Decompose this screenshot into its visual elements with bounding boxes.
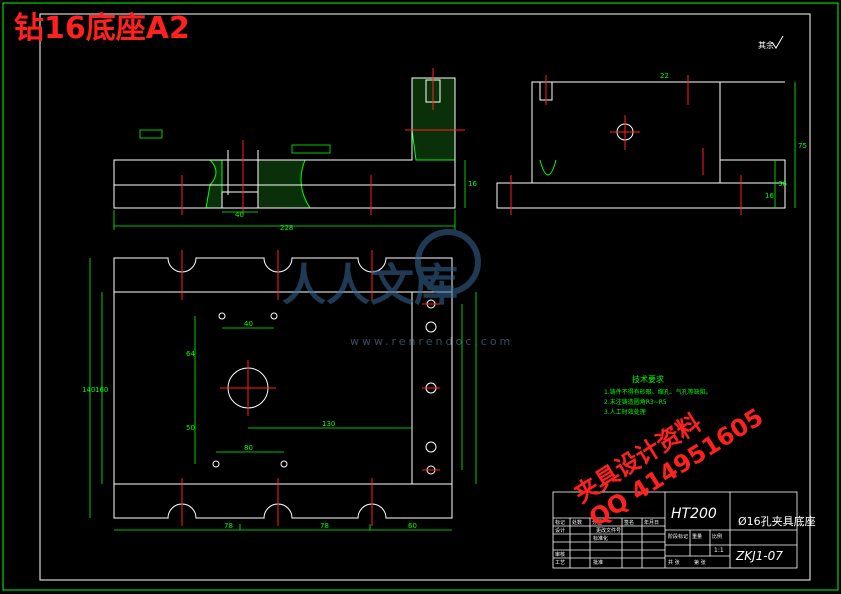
front-height-dim: 16 <box>468 180 477 188</box>
watermark-logo-text: 人人文库 <box>282 260 458 311</box>
title-block-cells: 标记 处数 分区 更改文件号 签名 年月日 设计 标准化 审核 工艺 批准 阶段… <box>555 519 722 566</box>
tb-cell: 签名 <box>624 519 634 526</box>
plan-d1-dim: 78 <box>224 522 233 530</box>
tb-cell: 更改文件号 <box>596 527 621 534</box>
side-h2-dim: 36 <box>778 180 787 188</box>
tech-req-item: 3.人工时效处理 <box>604 408 646 416</box>
plan-w-dim: 130 <box>322 420 335 428</box>
renrendoc-watermark: 人人文库 www.renrendoc.com <box>282 229 513 348</box>
tech-req-item: 2.未注铸造圆角R3~R5 <box>604 398 667 406</box>
plan-s2-dim: 40 <box>244 320 253 328</box>
tb-cell: 年月日 <box>644 519 659 526</box>
front-view <box>113 77 456 209</box>
plan-h-dim: 140 <box>82 386 95 394</box>
front-total-dim: 228 <box>280 224 293 232</box>
tech-req-heading: 技术要求 <box>632 374 664 384</box>
side-view-dims <box>774 82 796 208</box>
plan-view-dims <box>89 258 477 531</box>
part-name: Ø16孔夹具底座 <box>738 514 816 528</box>
plan-view-centerlines <box>181 250 440 526</box>
front-slot-dim: 40 <box>235 211 244 219</box>
plan-c2-dim: 50 <box>186 424 195 432</box>
drawing-title: 钻16底座A2 <box>14 11 190 46</box>
material-text: HT200 <box>671 506 717 522</box>
side-view <box>496 81 786 209</box>
tb-cell: 共 张 <box>668 559 680 566</box>
side-h1-dim: 75 <box>798 142 807 150</box>
tech-requirements: 技术要求 1.铸件不得有砂眼、缩孔、气孔等缺陷。 2.未注铸造圆角R3~R5 3… <box>604 374 712 416</box>
tech-req-item: 1.铸件不得有砂眼、缩孔、气孔等缺陷。 <box>604 388 712 396</box>
tb-cell: 工艺 <box>555 560 565 566</box>
front-view-dims <box>113 129 466 230</box>
tb-cell: 第 张 <box>694 559 706 566</box>
tb-cell: 重量 <box>692 533 702 540</box>
roughness-symbol-icon <box>771 35 784 49</box>
plan-h2-dim: 160 <box>95 386 108 394</box>
tb-cell: 批准 <box>593 559 603 566</box>
tb-cell: 审核 <box>555 551 565 558</box>
side-w-dim: 22 <box>660 72 669 80</box>
plan-d2-dim: 78 <box>320 522 329 530</box>
watermark-url: www.renrendoc.com <box>350 335 513 348</box>
plan-s1-dim: 80 <box>244 444 253 452</box>
tb-cell: 标准化 <box>593 535 608 542</box>
side-h3-dim: 16 <box>765 192 774 200</box>
plan-c1-dim: 64 <box>186 350 195 358</box>
plan-d3-dim: 60 <box>408 522 417 530</box>
drawing-code: ZKJ1-07 <box>735 549 783 563</box>
tb-cell: 分区 <box>592 519 602 526</box>
inner-frame <box>39 13 811 581</box>
scale-text: 1:1 <box>714 547 724 554</box>
tb-cell: 比例 <box>712 533 722 540</box>
plan-view <box>113 257 453 519</box>
tb-cell: 设计 <box>555 527 565 534</box>
front-view-centerlines <box>181 68 465 215</box>
tb-cell: 标记 <box>555 519 565 526</box>
title-block <box>552 491 798 569</box>
tb-cell: 阶段标记 <box>668 533 688 540</box>
tb-cell: 处数 <box>572 519 582 526</box>
roughness-mark: 其余 <box>758 40 774 50</box>
ad-watermark: 夹具设计资料 QQ 414951605 <box>569 403 768 532</box>
side-view-centerlines <box>510 75 742 215</box>
